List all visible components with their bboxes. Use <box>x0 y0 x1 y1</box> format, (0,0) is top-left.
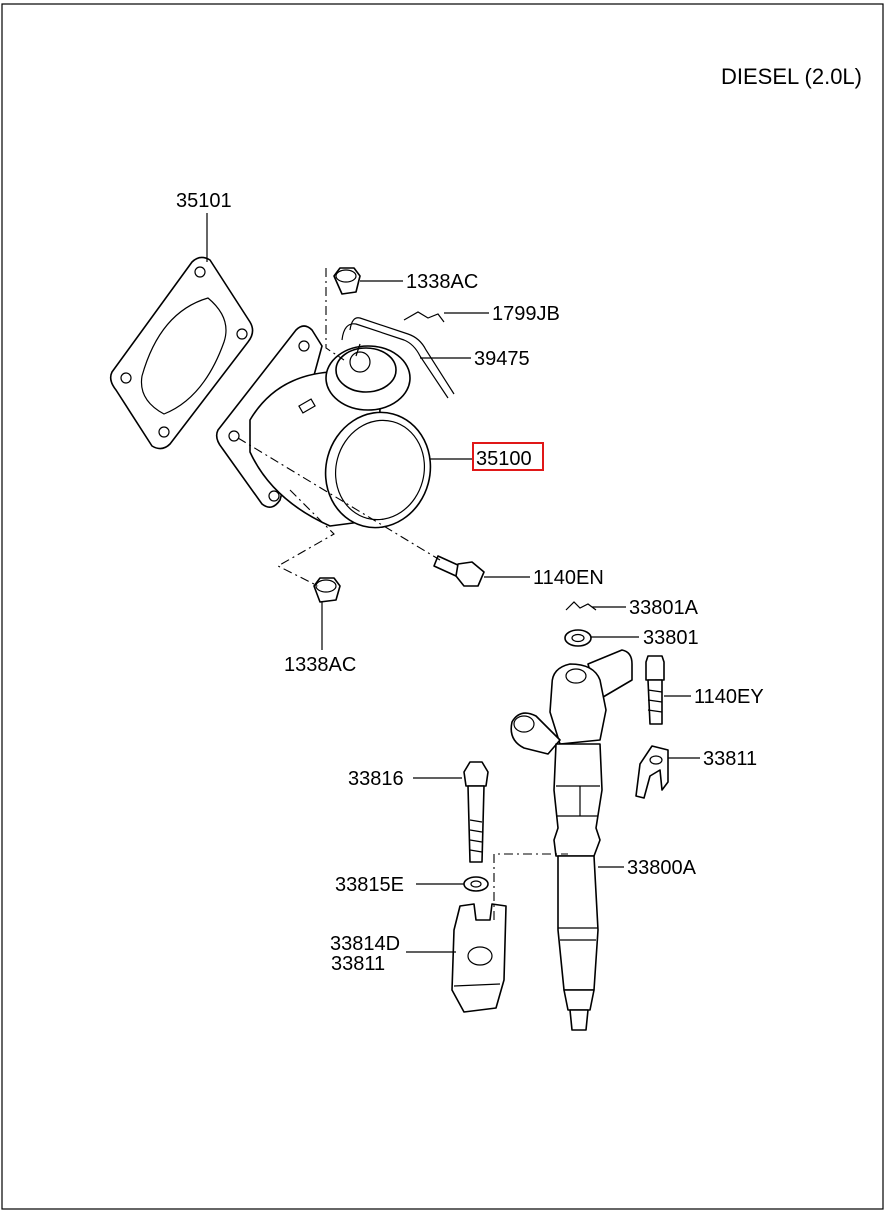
callout-injector[interactable]: 33800A <box>627 857 697 879</box>
washer-small-drawing <box>463 876 489 892</box>
diagram-title: DIESEL (2.0L) <box>721 64 862 89</box>
callout-highlight-box <box>472 442 544 471</box>
callout-ring[interactable]: 33801A <box>629 597 699 619</box>
bolt-long-drawing <box>463 761 489 863</box>
callout-washer-top[interactable]: 33801 <box>643 627 699 649</box>
callout-throttle-body[interactable]: 35100 <box>476 448 532 470</box>
callout-washer-small[interactable]: 33815E <box>335 874 404 896</box>
nut-top-drawing <box>333 267 361 295</box>
callout-nut-bottom[interactable]: 1338AC <box>284 654 356 676</box>
callout-clamp-left-2[interactable]: 33811 <box>331 953 385 975</box>
throttle-body-drawing <box>215 311 455 529</box>
callout-gasket[interactable]: 35101 <box>176 190 232 212</box>
callout-clamp-right[interactable]: 33811 <box>703 748 757 770</box>
bolt-long-guide <box>493 853 568 920</box>
callout-pipe[interactable]: 39475 <box>474 348 530 370</box>
injector-drawing <box>510 649 633 1031</box>
gasket-drawing <box>109 256 254 450</box>
callout-bolt-clamp[interactable]: 1140EY <box>694 686 764 708</box>
callout-nut-top[interactable]: 1338AC <box>406 271 478 293</box>
callout-clamp-left-1[interactable]: 33814D <box>330 933 400 955</box>
page-border <box>1 3 884 1210</box>
clamp-left-drawing <box>451 903 507 1013</box>
callout-bolt-flange[interactable]: 1140EN <box>533 567 604 589</box>
bolt-flange-guide <box>237 437 441 561</box>
callout-bolt-long[interactable]: 33816 <box>348 768 404 790</box>
clamp-right-drawing <box>635 745 669 799</box>
ring-drawing <box>565 601 597 611</box>
bolt-flange-drawing <box>433 555 485 587</box>
nut-bottom-drawing <box>313 577 341 603</box>
bolt-clamp-drawing <box>645 655 665 725</box>
washer-top-drawing <box>564 629 592 647</box>
nut-top-guide <box>325 268 345 361</box>
callout-clip[interactable]: 1799JB <box>492 303 560 325</box>
